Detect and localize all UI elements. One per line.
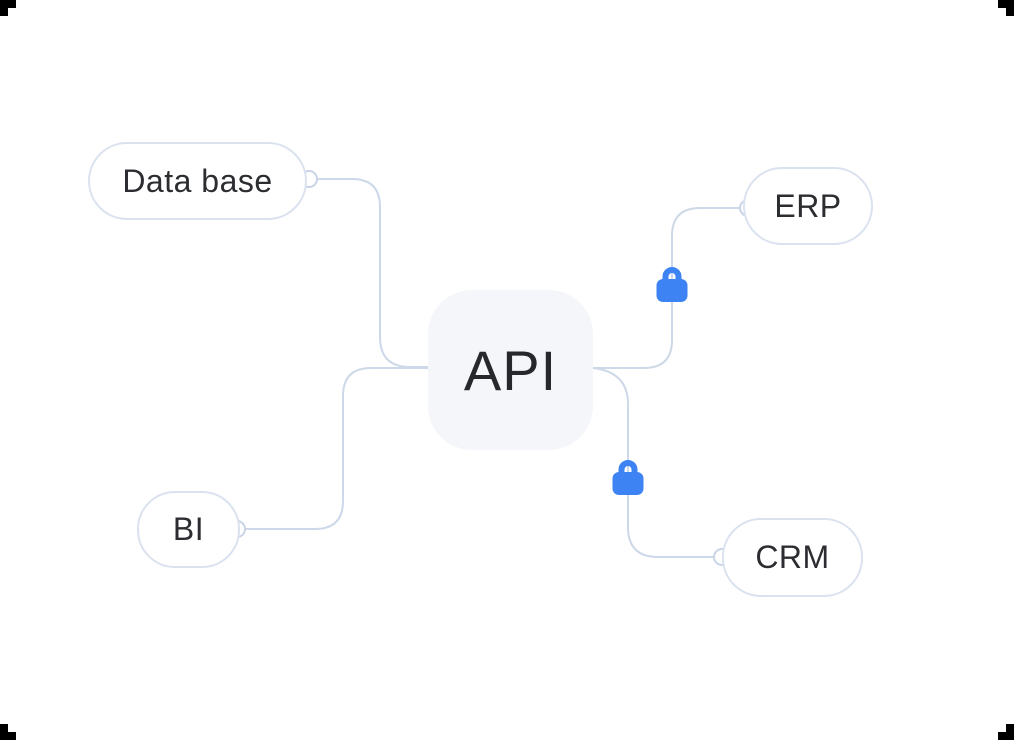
node-erp-label: ERP: [774, 187, 842, 224]
node-database: Data base: [88, 142, 307, 220]
node-crm-label: CRM: [755, 539, 830, 575]
node-api-label: API: [463, 338, 558, 402]
crop-corner-bottom-left-icon: [0, 724, 16, 740]
connector-api-crm: [592, 367, 714, 558]
crop-corner-top-left-icon: [0, 0, 16, 16]
node-api: API: [428, 290, 593, 450]
node-crm: CRM: [722, 518, 863, 597]
lock-icon: [656, 267, 688, 302]
node-database-label: Data base: [122, 162, 273, 199]
crop-corner-top-right-icon: [998, 0, 1014, 16]
lock-icon: [612, 460, 644, 495]
crop-corner-bottom-right-icon: [998, 724, 1014, 740]
node-bi-label: BI: [172, 511, 205, 547]
connector-bi-api: [245, 367, 428, 530]
node-bi: BI: [137, 491, 240, 568]
node-erp: ERP: [743, 167, 873, 245]
connector-database-api: [317, 178, 428, 368]
